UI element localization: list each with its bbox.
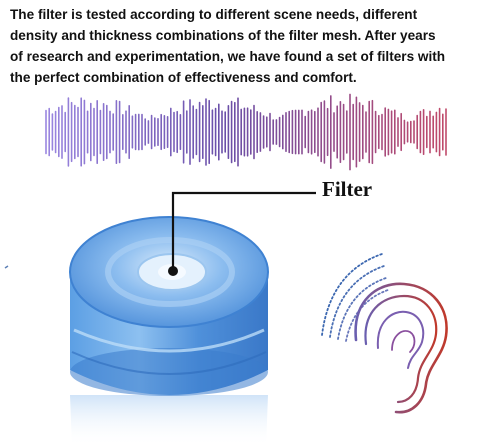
filter-callout-line	[168, 191, 316, 276]
ear-icon	[354, 282, 448, 414]
filter-reflection	[70, 395, 268, 447]
description-text: The filter is tested according to differ…	[10, 7, 446, 85]
filter-label: Filter	[322, 177, 373, 201]
filter-product-image	[69, 216, 269, 396]
